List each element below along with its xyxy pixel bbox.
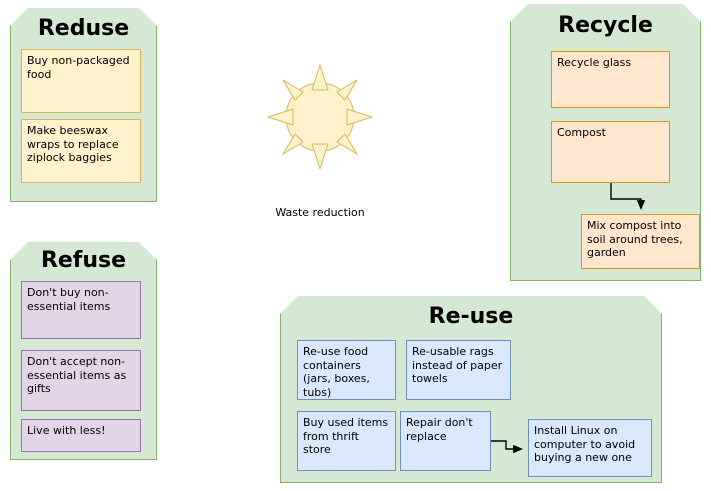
node-label: Buy non-packaged food xyxy=(27,54,130,81)
node-refuse-1[interactable]: Don't buy non-essential items xyxy=(21,281,141,339)
node-label: Live with less! xyxy=(27,424,106,437)
node-label: Make beeswax wraps to replace ziplock ba… xyxy=(27,124,119,164)
node-reuse-3[interactable]: Buy used items from thrift store xyxy=(297,411,396,471)
group-title-refuse: Refuse xyxy=(40,248,127,273)
node-reduse-2[interactable]: Make beeswax wraps to replace ziplock ba… xyxy=(21,119,141,183)
node-label: Repair don't replace xyxy=(406,416,473,443)
group-title-recycle: Recycle xyxy=(558,13,653,38)
node-label: Recycle glass xyxy=(557,56,632,69)
node-reduse-1[interactable]: Buy non-packaged food xyxy=(21,49,141,113)
node-label: Don't accept non-essential items as gift… xyxy=(27,355,127,395)
node-recycle-2[interactable]: Compost xyxy=(551,121,670,183)
group-title-reduse: Reduse xyxy=(37,16,130,41)
node-recycle-1[interactable]: Recycle glass xyxy=(551,51,670,108)
node-label: Don't buy non-essential items xyxy=(27,286,111,313)
sun-icon-wrap xyxy=(265,62,375,172)
node-reuse-5[interactable]: Install Linux on computer to avoid buyin… xyxy=(528,419,652,477)
node-label: Re-use food containers (jars, boxes, tub… xyxy=(303,345,370,399)
node-refuse-2[interactable]: Don't accept non-essential items as gift… xyxy=(21,350,141,411)
node-label: Compost xyxy=(557,126,606,139)
node-reuse-2[interactable]: Re-usable rags instead of paper towels xyxy=(406,340,511,400)
node-label: Buy used items from thrift store xyxy=(303,416,389,456)
node-reuse-4[interactable]: Repair don't replace xyxy=(400,411,491,471)
node-recycle-3[interactable]: Mix compost into soil around trees, gard… xyxy=(581,214,700,269)
node-label: Install Linux on computer to avoid buyin… xyxy=(534,424,636,464)
node-reuse-1[interactable]: Re-use food containers (jars, boxes, tub… xyxy=(297,340,396,400)
node-refuse-3[interactable]: Live with less! xyxy=(21,419,141,452)
node-label: Re-usable rags instead of paper towels xyxy=(412,345,503,385)
sun-icon xyxy=(267,64,373,170)
node-label: Mix compost into soil around trees, gard… xyxy=(587,219,683,259)
sun-label: Waste reduction xyxy=(275,206,365,219)
group-title-reuse: Re-use xyxy=(428,304,514,329)
